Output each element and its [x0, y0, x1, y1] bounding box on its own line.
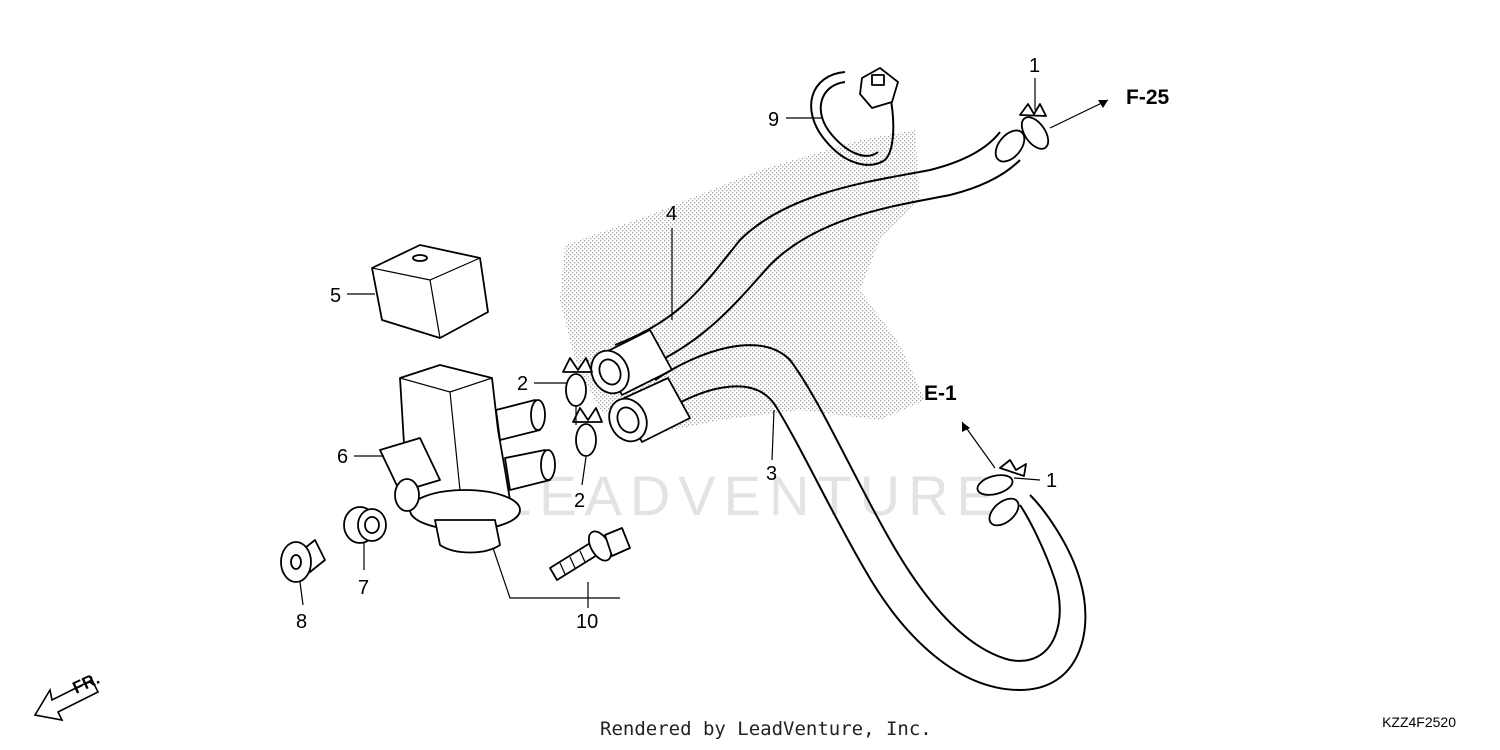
callout-1-right: 1	[1046, 470, 1057, 492]
part-7-grommet	[343, 506, 387, 544]
callout-2-upper: 2	[517, 373, 528, 395]
rendered-by-text: Rendered by LeadVenture, Inc.	[600, 718, 932, 740]
part-1-clips	[976, 103, 1050, 496]
callout-1-top: 1	[1029, 55, 1040, 77]
callout-2-lower: 2	[574, 490, 585, 512]
callout-3: 3	[766, 463, 777, 485]
hose-4	[590, 129, 1026, 396]
callout-6: 6	[337, 446, 348, 468]
callout-9: 9	[768, 109, 779, 131]
reference-arrows	[961, 99, 1109, 469]
callout-10: 10	[576, 611, 598, 633]
part-10-bolt	[549, 527, 631, 581]
callout-4: 4	[666, 203, 677, 225]
ref-f25: F-25	[1126, 86, 1170, 109]
hose-3	[608, 344, 1087, 692]
part-8-collar	[280, 539, 326, 583]
ref-e1: E-1	[924, 382, 957, 405]
watermark-text: LEADVENTURE	[500, 464, 1002, 527]
leader-lines	[299, 78, 1041, 608]
part-9-band	[810, 67, 899, 166]
diagram-code: KZZ4F2520	[1382, 714, 1456, 730]
callout-5: 5	[330, 285, 341, 307]
callout-8: 8	[296, 611, 307, 633]
part-5-cover	[371, 244, 489, 339]
part-6-valve	[379, 364, 556, 554]
callout-7: 7	[358, 577, 369, 599]
front-direction-arrow: FR.	[33, 669, 103, 722]
